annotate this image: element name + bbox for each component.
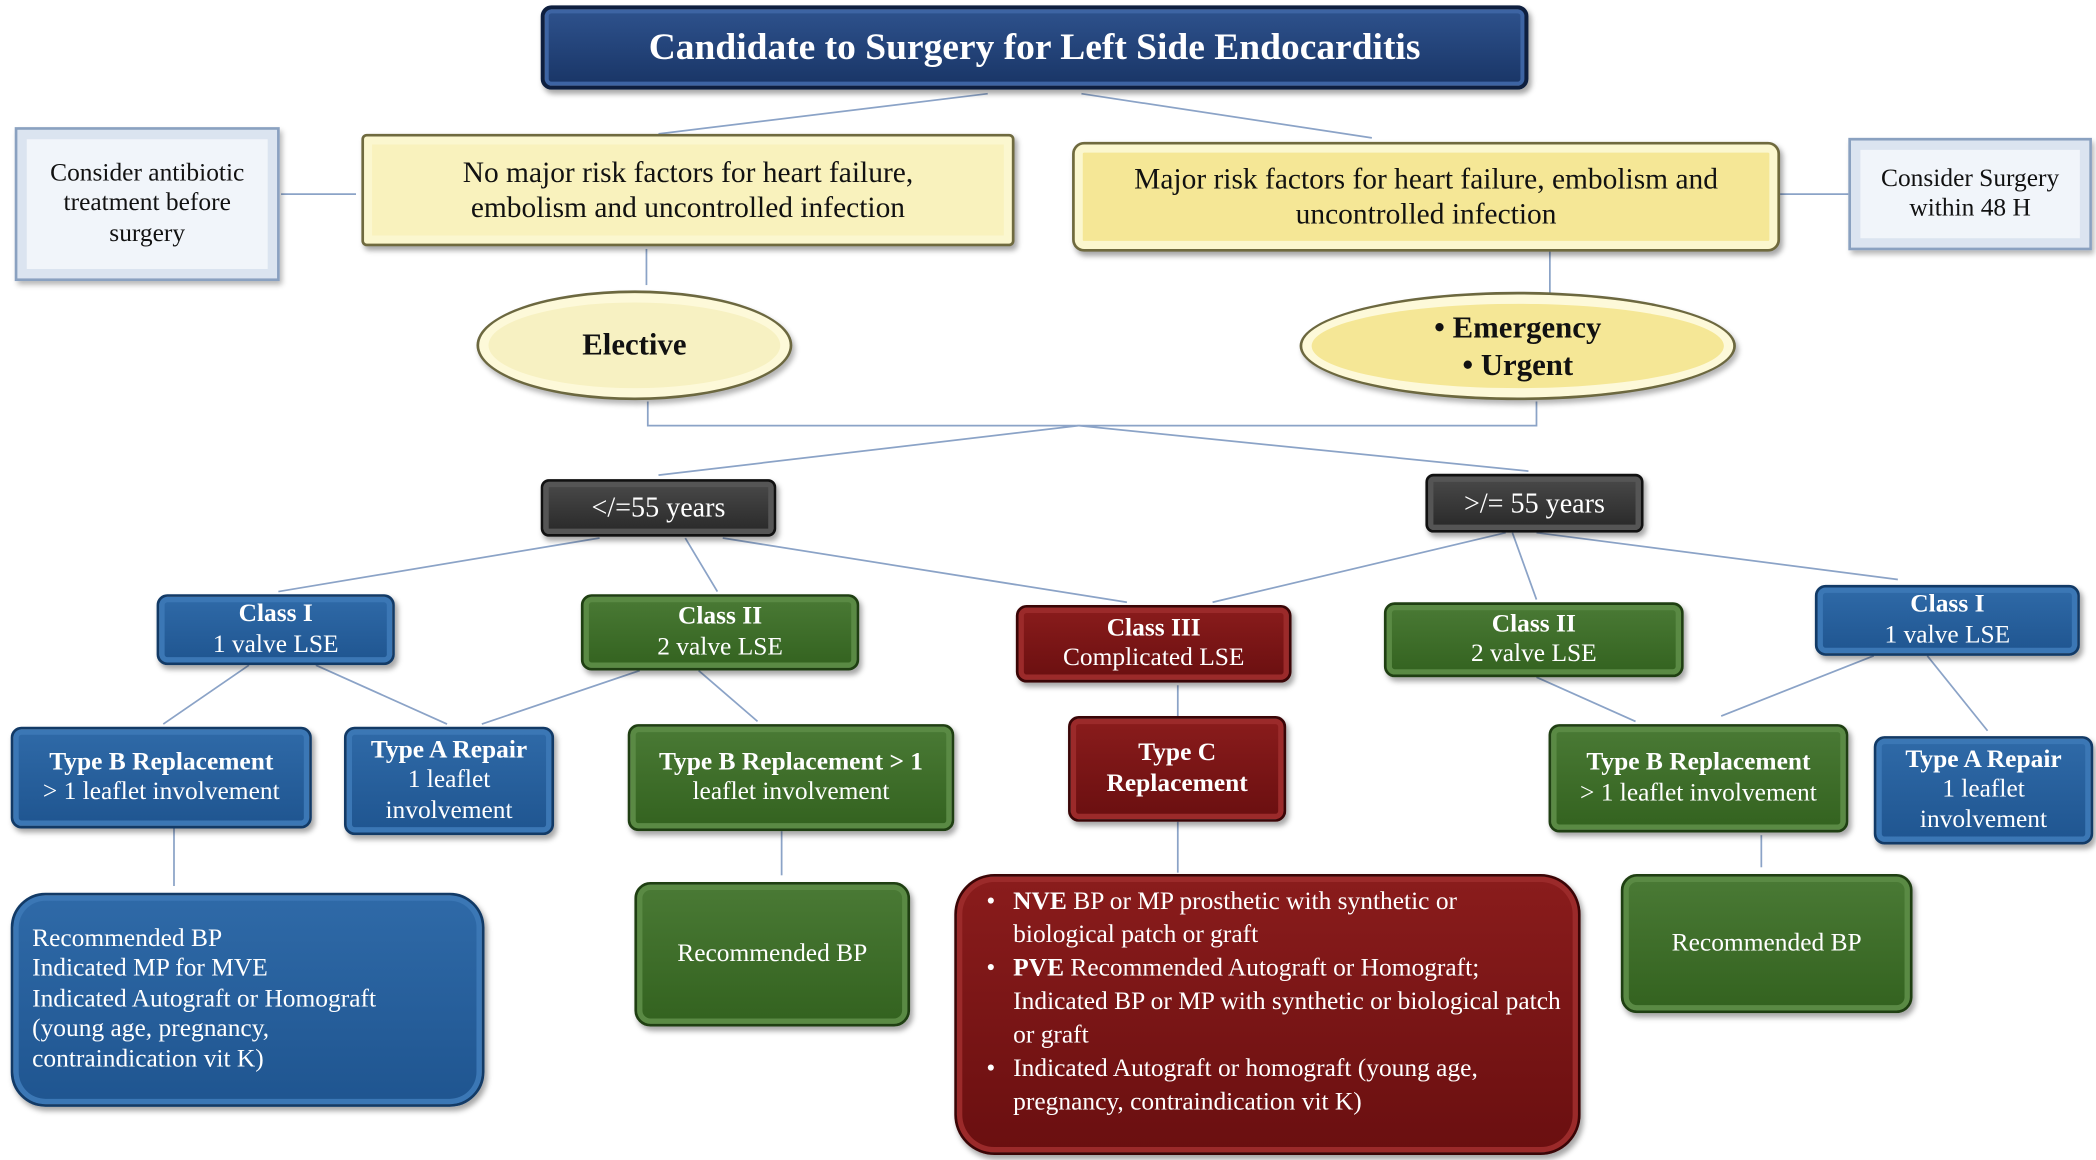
mid-recommendation-box: Recommended BP	[634, 882, 911, 1027]
emergency-label: • Emergency	[1434, 311, 1602, 345]
pve-text: Recommended Autograft or Homograft; Indi…	[1013, 954, 1561, 1050]
age-label: </=55 years	[591, 491, 726, 524]
rec-line: contraindication vit K)	[32, 1044, 264, 1073]
nve-text: BP or MP prosthetic with synthetic or bi…	[1013, 887, 1458, 950]
class-title: Class II	[678, 602, 763, 631]
detail-list: NVE BP or MP prosthetic with synthetic o…	[981, 885, 1565, 1120]
note-line: Consider antibiotic	[50, 159, 245, 188]
type-title: Type B Replacement	[658, 747, 884, 776]
risk-line: No major risk factors for heart failure,	[462, 155, 914, 189]
type-title-tail: > 1	[883, 747, 924, 776]
type-sub: 1 leaflet	[1942, 775, 2025, 804]
age-label: >/= 55 years	[1463, 486, 1605, 519]
right-type-b-box: Type B Replacement > 1 leaflet involveme…	[1548, 724, 1849, 833]
pve-label: PVE	[1013, 954, 1065, 983]
rec-line: (young age, pregnancy,	[32, 1014, 270, 1043]
type-sub: 1 leaflet	[407, 765, 491, 795]
type-title: Type B Replacement	[49, 747, 274, 776]
class-title: Class III	[1106, 613, 1201, 642]
rec-line: Indicated MP for MVE	[32, 954, 268, 983]
class-sub: 1 valve LSE	[1884, 620, 2011, 649]
antibiotic-note: Consider antibiotic treatment before sur…	[14, 127, 280, 282]
type-title: Type C	[1138, 738, 1217, 768]
emergency-urgent-oval: • Emergency • Urgent	[1299, 291, 1736, 401]
class-sub: 2 valve LSE	[657, 632, 783, 661]
class-sub: Complicated LSE	[1062, 643, 1245, 672]
no-major-risk-box: No major risk factors for heart failure,…	[361, 133, 1015, 247]
right-class-ii-box: Class II 2 valve LSE	[1383, 602, 1684, 678]
type-title-line: Type B Replacement > 1	[659, 748, 923, 778]
note-line: Consider Surgery	[1880, 164, 2060, 193]
note-line: treatment before	[63, 189, 231, 218]
left-type-a-box: Type A Repair 1 leaflet involvement	[343, 726, 555, 836]
rec-text: Recommended BP	[1671, 928, 1862, 957]
type-title: Type A Repair	[1905, 745, 2062, 774]
rec-text: Recommended BP	[677, 939, 868, 968]
left-class-i-box: Class I 1 valve LSE	[156, 594, 395, 666]
class-title: Class I	[1910, 590, 1985, 619]
type-title-2: Replacement	[1106, 768, 1248, 798]
right-class-i-box: Class I 1 valve LSE	[1814, 584, 2080, 656]
class-title: Class I	[238, 599, 313, 628]
elective-label: Elective	[582, 328, 687, 362]
type-title: Type B Replacement	[1586, 748, 1811, 777]
risk-line: Major risk factors for heart failure, em…	[1134, 162, 1718, 196]
class-sub: 2 valve LSE	[1470, 639, 1597, 668]
type-sub: involvement	[1919, 805, 2048, 834]
page-title: Candidate to Surgery for Left Side Endoc…	[648, 26, 1421, 69]
type-sub: leaflet involvement	[692, 777, 890, 806]
class-title: Class II	[1491, 609, 1576, 638]
left-type-b-box: Type B Replacement > 1 leaflet involveme…	[10, 726, 312, 829]
age-under-55-box: </=55 years	[540, 479, 777, 537]
note-line: within 48 H	[1909, 194, 2031, 223]
rec-line: Indicated Autograft or Homograft	[32, 984, 377, 1013]
risk-line: uncontrolled infection	[1295, 196, 1557, 231]
title-box: Candidate to Surgery for Left Side Endoc…	[540, 5, 1529, 90]
detail-item-graft: Indicated Autograft or homograft (young …	[986, 1053, 1564, 1120]
type-sub: > 1 leaflet involvement	[1580, 778, 1817, 807]
major-risk-box: Major risk factors for heart failure, em…	[1072, 141, 1781, 252]
right-recommendation-box: Recommended BP	[1620, 873, 1913, 1014]
class-iii-detail-box: NVE BP or MP prosthetic with synthetic o…	[954, 873, 1581, 1156]
urgent-label: • Urgent	[1462, 347, 1574, 381]
rec-line: Recommended BP	[32, 924, 223, 953]
type-sub: involvement	[385, 795, 513, 825]
note-line: surgery	[109, 219, 186, 248]
right-type-a-box: Type A Repair 1 leaflet involvement	[1873, 736, 2094, 845]
type-title: Type A Repair	[370, 735, 528, 765]
detail-item-pve: PVE Recommended Autograft or Homograft; …	[986, 952, 1564, 1053]
mid-type-b-box: Type B Replacement > 1 leaflet involveme…	[627, 724, 955, 832]
type-c-box: Type C Replacement	[1068, 716, 1287, 822]
age-over-55-box: >/= 55 years	[1425, 473, 1644, 533]
surgery-48h-note: Consider Surgery within 48 H	[1848, 137, 2092, 251]
left-class-ii-box: Class II 2 valve LSE	[580, 594, 860, 671]
detail-item-nve: NVE BP or MP prosthetic with synthetic o…	[986, 885, 1564, 952]
nve-label: NVE	[1013, 887, 1067, 916]
risk-line: embolism and uncontrolled infection	[470, 190, 906, 224]
type-sub: > 1 leaflet involvement	[42, 777, 280, 806]
left-recommendation-box: Recommended BP Indicated MP for MVE Indi…	[10, 892, 485, 1107]
elective-oval: Elective	[476, 290, 793, 401]
class-sub: 1 valve LSE	[212, 629, 339, 658]
class-iii-box: Class III Complicated LSE	[1015, 604, 1292, 683]
